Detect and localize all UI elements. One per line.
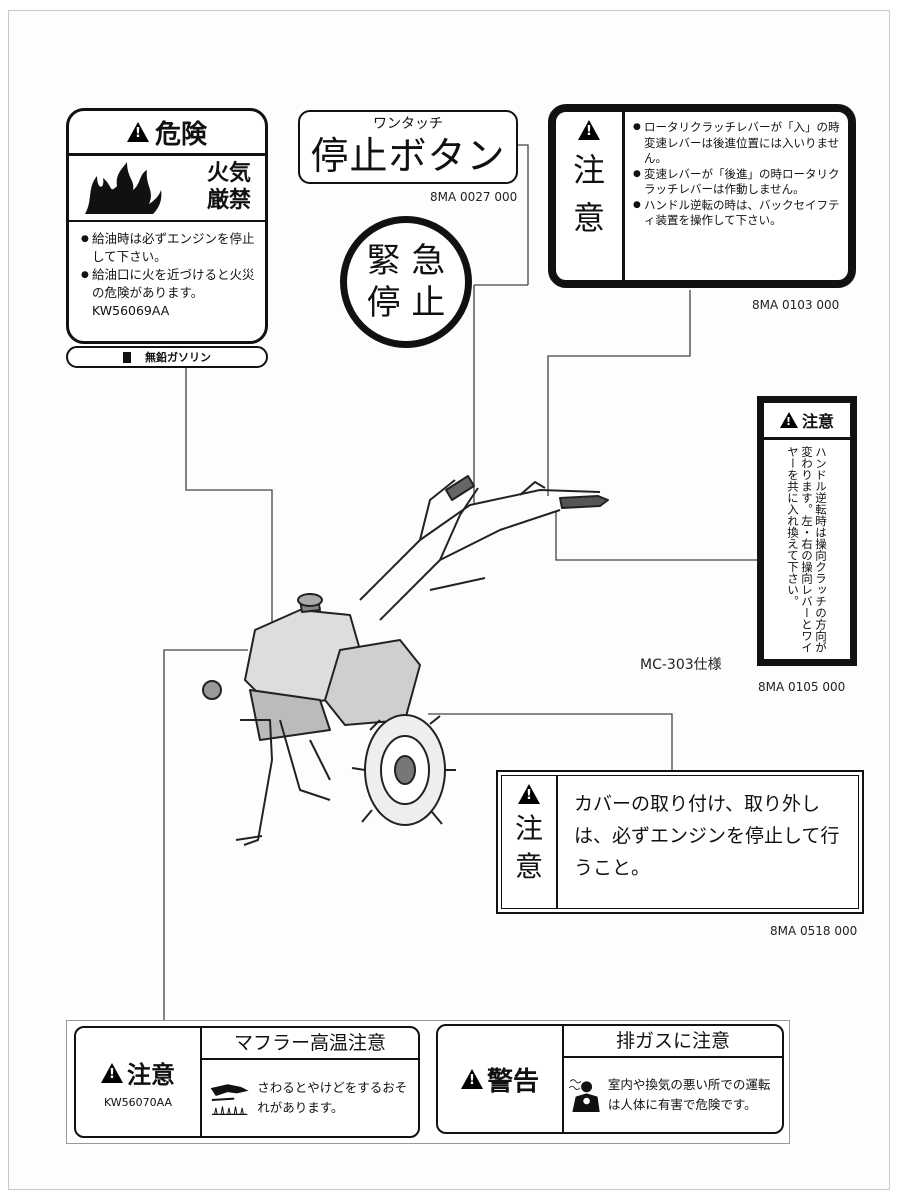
stop-button-label: ワンタッチ 停止ボタン: [298, 110, 518, 184]
stop-button-big-text: 停止ボタン: [310, 134, 506, 178]
clutch-bullet-2: 変速レバーが「後進」の時ロータリクラッチレバーは作動しません。: [633, 167, 840, 198]
caution-handle-header: 注意: [764, 403, 850, 440]
danger-header: 危険: [69, 111, 265, 156]
fuel-pump-icon: [123, 351, 131, 363]
caution-cover-label: 注 意 カバーの取り付け、取り外しは、必ずエンジンを停止して行うこと。: [496, 770, 864, 914]
muffler-caution-header-text: 注意: [127, 1061, 175, 1089]
caution-cover-body: カバーの取り付け、取り外しは、必ずエンジンを停止して行うこと。: [574, 793, 840, 879]
caution-handle-label: 注意 ハンドル逆転時は操向クラッチの方向が変わります。左・右の操向レバーとワイヤ…: [757, 396, 857, 666]
muffler-caution-title: マフラー高温注意: [202, 1028, 418, 1060]
danger-bullet-1: 給油時は必ずエンジンを停止して下さい。: [81, 230, 255, 266]
fuel-type-text: 無鉛ガソリン: [145, 351, 211, 364]
caution-handle-code: 8MA 0105 000: [758, 680, 846, 694]
caution-clutch-code: 8MA 0103 000: [752, 298, 840, 312]
danger-label: 危険 火気 厳禁 給油時は必ずエンジンを停止して下さい。 給油口に火を近づけると…: [66, 108, 268, 344]
exhaust-warning-right: 排ガスに注意 室内や換気の悪い所での運転は人体に有害で危険です。: [564, 1026, 782, 1132]
hot-hand-icon: [210, 1084, 249, 1116]
warning-triangle-icon: [578, 120, 600, 140]
fire-ban-text: 火気 厳禁: [206, 161, 251, 213]
spec-model-text: MC-303仕様: [640, 657, 722, 673]
exhaust-warning-label: 警告 排ガスに注意 室内や換気の悪い所での運転は人体に有害で危険です。: [436, 1024, 784, 1134]
emergency-stop-text: 緊 急 停 止: [366, 241, 446, 323]
stop-button-code: 8MA 0027 000: [430, 190, 518, 204]
caution-cover-code: 8MA 0518 000: [770, 924, 858, 938]
muffler-caution-body: さわるとやけどをするおそれがあります。: [257, 1080, 408, 1115]
warning-triangle-icon: [126, 122, 149, 142]
caution-handle-header-text: 注意: [801, 412, 834, 431]
exhaust-warning-content: 室内や換気の悪い所での運転は人体に有害で危険です。: [564, 1058, 782, 1132]
danger-instructions: 給油時は必ずエンジンを停止して下さい。 給油口に火を近づけると火災の危険がありま…: [69, 222, 265, 320]
exhaust-warning-body: 室内や換気の悪い所での運転は人体に有害で危険です。: [607, 1077, 771, 1112]
fuel-type-tag: 無鉛ガソリン: [66, 346, 268, 368]
clutch-bullet-1: ロータリクラッチレバーが「入」の時変速レバーは後進位置には入いりません。: [633, 120, 840, 167]
caution-clutch-instructions: ロータリクラッチレバーが「入」の時変速レバーは後進位置には入いりません。 変速レ…: [625, 112, 848, 280]
warning-triangle-icon: [518, 784, 540, 804]
muffler-caution-left: 注意 KW56070AA: [76, 1028, 202, 1136]
caution-handle-body: ハンドル逆転時は操向クラッチの方向が変わります。左・右の操向レバーとワイヤーを共…: [786, 446, 828, 653]
exhaust-warning-header-text: 警告: [486, 1066, 539, 1097]
fire-ban-row: 火気 厳禁: [69, 156, 265, 222]
caution-cover-inner: 注 意 カバーの取り付け、取り外しは、必ずエンジンを停止して行うこと。: [501, 775, 859, 909]
caution-clutch-side: 注 意: [556, 112, 625, 280]
muffler-caution-code: KW56070AA: [103, 1096, 173, 1109]
muffler-caution-label: 注意 KW56070AA マフラー高温注意 さわるとやけどをするおそれがあります…: [74, 1026, 420, 1138]
emergency-stop-badge: 緊 急 停 止: [340, 216, 472, 348]
clutch-bullet-3: ハンドル逆転の時は、バックセイフティ装置を操作して下さい。: [633, 198, 840, 229]
caution-cover-side: 注 意: [502, 776, 558, 908]
exhaust-warning-title: 排ガスに注意: [564, 1026, 782, 1058]
exhaust-warning-left: 警告: [438, 1026, 564, 1132]
gas-inhalation-icon: [568, 1079, 600, 1112]
warning-triangle-icon: [779, 412, 798, 428]
danger-bullet-2: 給油口に火を近づけると火災の危険があります。KW56069AA: [81, 266, 255, 320]
warning-triangle-icon: [101, 1062, 123, 1083]
caution-clutch-side-text: 注 意: [572, 151, 605, 237]
caution-clutch-label: 注 意 ロータリクラッチレバーが「入」の時変速レバーは後進位置には入いりません。…: [548, 104, 856, 288]
muffler-caution-content: さわるとやけどをするおそれがあります。: [202, 1060, 418, 1136]
flame-icon: [85, 162, 162, 214]
tiller-illustration: [202, 475, 609, 846]
stop-button-small-text: ワンタッチ: [373, 116, 443, 132]
caution-cover-side-text: 注 意: [514, 812, 543, 883]
danger-header-text: 危険: [154, 119, 207, 150]
muffler-caution-header: 注意: [101, 1055, 175, 1090]
muffler-caution-right: マフラー高温注意 さわるとやけどをするおそれがあります。: [202, 1028, 418, 1136]
warning-triangle-icon: [460, 1069, 483, 1089]
